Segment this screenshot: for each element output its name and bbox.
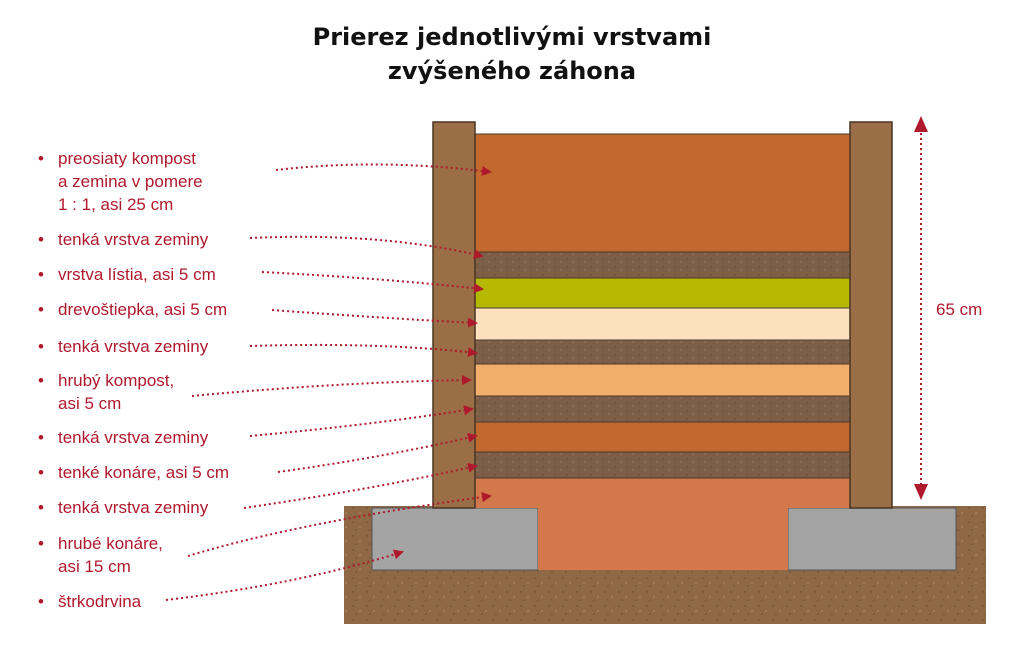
label-thin-soil-3: • tenká vrstva zeminy [38, 426, 208, 449]
label-thin-soil-1: • tenká vrstva zeminy [38, 228, 208, 251]
layer-separators [475, 133, 850, 479]
label-leaves: • vrstva lístia, asi 5 cm [38, 263, 216, 286]
leader-arrow-thin-branches [277, 432, 478, 473]
label-coarse-branches: • hrubé konáre, asi 15 cm [38, 532, 163, 578]
label-text: vrstva lístia, asi 5 cm [58, 265, 216, 284]
layer-compost-soil [475, 134, 850, 252]
label-text: drevoštiepka, asi 5 cm [58, 300, 228, 319]
label-text: tenká vrstva zeminy [58, 428, 209, 447]
label-text: hrubé konáre, asi 15 cm [58, 534, 163, 576]
leader-arrow-thin-soil-1 [249, 235, 484, 260]
label-coarse-compost: • hrubý kompost, asi 5 cm [38, 369, 174, 415]
layer-thin-soil-4 [475, 452, 850, 478]
wooden-board-left [432, 121, 476, 509]
layer-coarse-compost [475, 364, 850, 396]
leader-arrow-thin-soil-4 [243, 462, 478, 509]
title-line-1: Prierez jednotlivými vrstvami [312, 23, 712, 51]
label-text: preosiaty kompost a zemina v pomere 1 : … [58, 149, 203, 214]
leader-arrow-thin-soil-2 [249, 343, 478, 358]
label-thin-soil-2: • tenká vrstva zeminy [38, 335, 208, 358]
bullet: • [38, 149, 44, 168]
diagram-title: Prierez jednotlivými vrstvami zvýšeného … [212, 20, 812, 88]
gravel-block-right [787, 507, 957, 571]
leader-arrow-coarse-branches [187, 492, 492, 557]
label-gravel: • štrkodrvina [38, 590, 141, 613]
bullet: • [38, 534, 44, 553]
bullet: • [38, 371, 44, 390]
bullet: • [38, 592, 44, 611]
gravel-block-left [371, 507, 539, 571]
label-compost-soil: • preosiaty kompost a zemina v pomere 1 … [38, 147, 203, 216]
bullet: • [38, 463, 44, 482]
height-dimension-arrow [914, 116, 928, 500]
height-label: 65 cm [936, 300, 983, 319]
label-text: tenké konáre, asi 5 cm [58, 463, 230, 482]
label-text: tenká vrstva zeminy [58, 498, 209, 517]
label-text: tenká vrstva zeminy [58, 230, 209, 249]
wooden-board-right [849, 121, 893, 509]
layer-coarse-branches-top [475, 478, 850, 508]
layer-thin-soil-2 [475, 340, 850, 364]
layer-wood-chips [475, 308, 850, 340]
bullet: • [38, 337, 44, 356]
leader-arrow-thin-soil-3 [249, 405, 474, 437]
leader-arrow-wood-chips [271, 309, 478, 328]
bullet: • [38, 428, 44, 447]
bullet: • [38, 300, 44, 319]
label-thin-branches: • tenké konáre, asi 5 cm [38, 461, 229, 484]
leader-arrow-leaves [261, 271, 484, 294]
title-line-2: zvýšeného záhona [387, 57, 637, 85]
label-thin-soil-4: • tenká vrstva zeminy [38, 496, 208, 519]
bullet: • [38, 265, 44, 284]
label-text: štrkodrvina [58, 592, 142, 611]
bullet: • [38, 498, 44, 517]
layer-coarse-branches-bottom [538, 506, 788, 570]
label-text: hrubý kompost, asi 5 cm [58, 371, 175, 413]
leader-arrow-coarse-compost [191, 375, 472, 397]
layer-thin-soil-3 [475, 396, 850, 422]
label-text: tenká vrstva zeminy [58, 337, 209, 356]
layer-thin-branches [475, 422, 850, 452]
layer-thin-soil-1 [475, 252, 850, 278]
layer-leaves [474, 277, 851, 309]
label-wood-chips: • drevoštiepka, asi 5 cm [38, 298, 227, 321]
bullet: • [38, 230, 44, 249]
leader-arrow-compost-soil [275, 163, 492, 176]
